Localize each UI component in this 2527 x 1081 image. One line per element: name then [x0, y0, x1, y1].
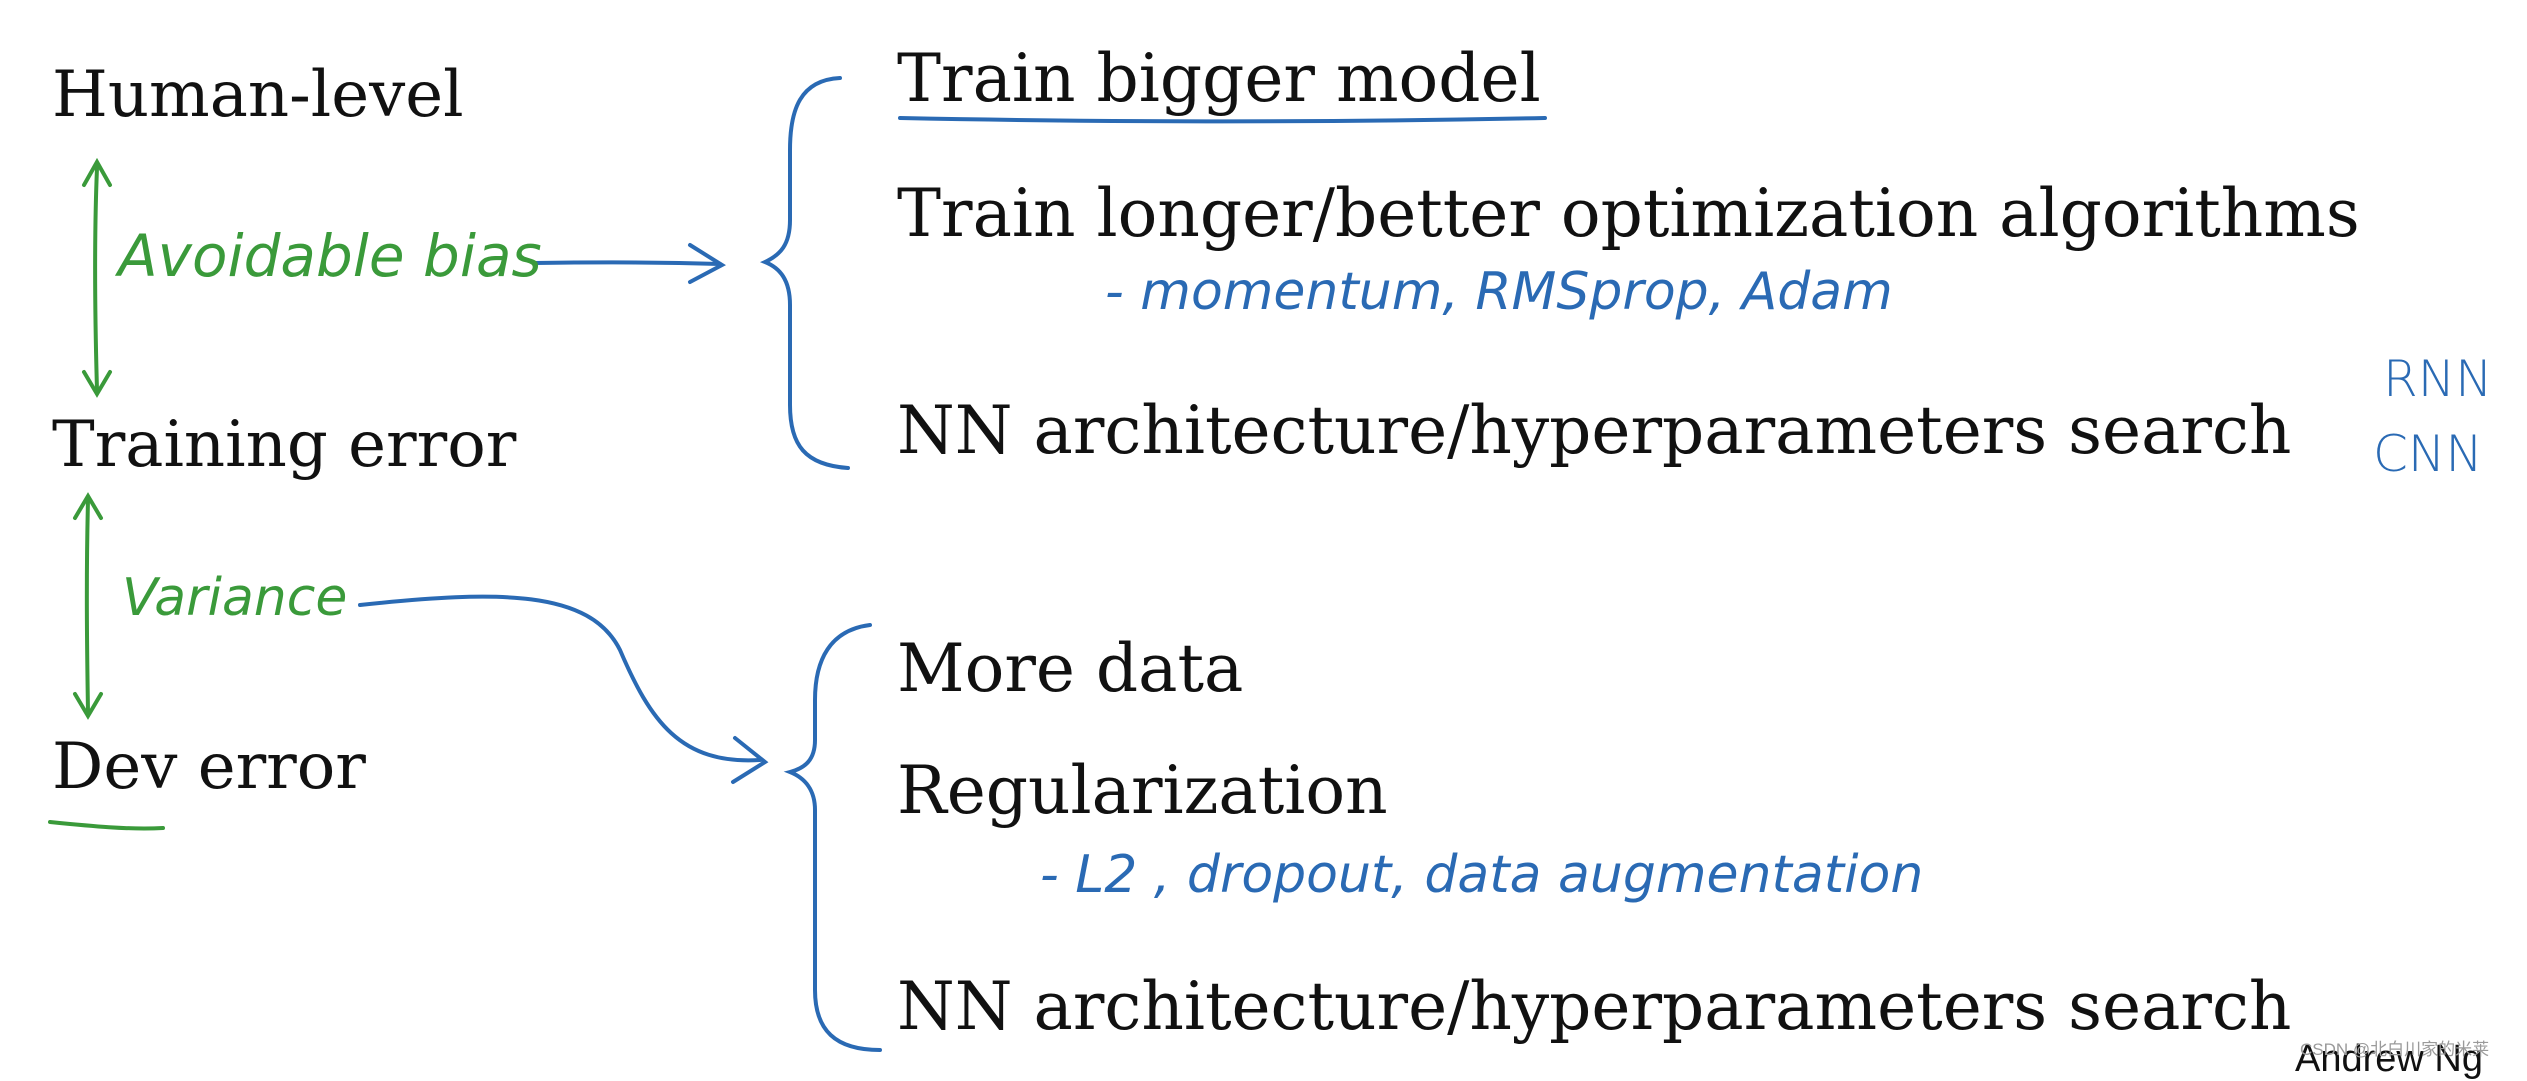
bias-action-2: Train longer/better optimization algorit… [897, 175, 2360, 252]
avoidable-bias-double-arrow [82, 157, 112, 398]
avoidable-bias-label: Avoidable bias [118, 222, 542, 290]
variance-action-1: More data [897, 630, 1244, 707]
bias-action-3: NN architecture/hyperparameters search [897, 392, 2292, 469]
variance-arrow [358, 594, 769, 784]
optimizers-note: - momentum, RMSprop, Adam [1105, 262, 1893, 322]
rnn-note: RNN [2383, 350, 2493, 408]
training-error-label: Training error [52, 408, 517, 482]
variance-label: Variance [122, 568, 348, 628]
watermark: CSDN @北白川家的米莱 [2300, 1040, 2490, 1059]
variance-action-3: NN architecture/hyperparameters search [897, 968, 2292, 1045]
variance-action-2: Regularization [897, 752, 1388, 829]
variance-brace [783, 623, 882, 1052]
variance-double-arrow [73, 492, 103, 720]
human-level-label: Human-level [52, 58, 464, 132]
bias-brace [759, 76, 850, 470]
bias-arrow [533, 243, 726, 284]
train-bigger-underline [898, 116, 1547, 124]
cnn-note: CNN [2373, 425, 2483, 483]
dev-error-underline [48, 820, 165, 831]
regularization-note: - L2 , dropout, data augmentation [1040, 845, 1924, 905]
dev-error-label: Dev error [52, 730, 366, 804]
bias-action-1: Train bigger model [897, 40, 1541, 117]
